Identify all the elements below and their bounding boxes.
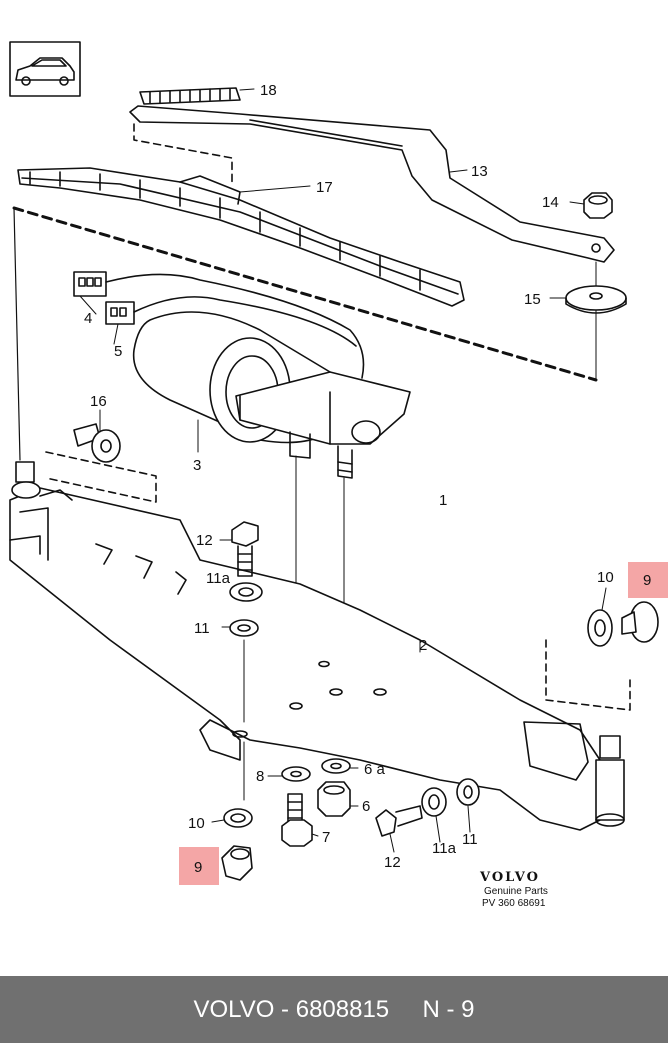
label-15: 15 xyxy=(524,291,541,308)
label-8: 8 xyxy=(256,768,264,785)
nut-part-14 xyxy=(583,192,613,219)
brand-subtitle: Genuine Parts xyxy=(484,886,548,897)
label-1: 1 xyxy=(439,492,447,509)
bushing-part-10-right xyxy=(587,609,613,647)
label-3: 3 xyxy=(193,457,201,474)
footer-part-number: 6808815 xyxy=(295,995,390,1023)
label-10-left: 10 xyxy=(188,815,205,832)
bushing-part-11a-lower xyxy=(421,787,447,817)
bolt-part-12-upper xyxy=(231,521,259,577)
bushing-part-10-lower xyxy=(223,808,253,828)
label-9-bottom: 9 xyxy=(194,859,202,876)
label-6: 6 xyxy=(362,798,370,815)
label-14: 14 xyxy=(542,194,559,211)
footer-separator: - xyxy=(274,995,296,1023)
washer-part-11-upper xyxy=(229,619,259,637)
brand-name: VOLVO xyxy=(479,870,540,885)
label-11-lower: 11 xyxy=(462,831,478,848)
grommet-part-16 xyxy=(73,423,121,463)
wiper-parts-diagram: 18 13 17 14 15 4 5 16 3 1 12 11a 10 9 11… xyxy=(9,41,668,909)
label-5: 5 xyxy=(114,343,122,360)
bolt-part-12-lower xyxy=(375,805,423,837)
label-12-lower: 12 xyxy=(384,854,401,871)
highlight-part-9-bottom xyxy=(179,847,219,885)
pivot-shaft-right xyxy=(595,735,625,827)
label-17: 17 xyxy=(316,179,333,196)
cap-part-9-right xyxy=(621,601,659,643)
wiper-blade-part-17 xyxy=(17,167,465,307)
wiper-motor-part-3 xyxy=(132,311,411,711)
washer-part-6a xyxy=(321,758,351,774)
label-2: 2 xyxy=(419,637,427,654)
brand-code: PV 360 68691 xyxy=(482,898,546,909)
label-11-upper: 11 xyxy=(194,620,210,637)
label-10-right: 10 xyxy=(597,569,614,586)
label-11a-lower: 11a xyxy=(432,840,457,857)
label-7: 7 xyxy=(322,829,330,846)
connector-part-5 xyxy=(105,301,135,325)
washer-part-11-lower xyxy=(456,778,480,806)
label-11a-upper: 11a xyxy=(206,570,231,587)
footer-bar: VOLVO - 6808815 N - 9 xyxy=(0,976,668,1043)
label-4: 4 xyxy=(84,310,92,327)
label-12-upper: 12 xyxy=(196,532,213,549)
label-13: 13 xyxy=(471,163,488,180)
label-6a: 6 a xyxy=(364,761,386,778)
washer-part-8 xyxy=(281,766,311,782)
washer-part-15 xyxy=(565,285,627,314)
bolt-part-7 xyxy=(281,793,313,847)
nut-part-6 xyxy=(317,781,351,817)
label-9-top: 9 xyxy=(643,572,651,589)
label-16: 16 xyxy=(90,393,107,410)
linkage-frame-part-2 xyxy=(9,487,611,831)
bushing-part-11a-upper xyxy=(229,582,263,602)
wiper-arm-part-13 xyxy=(129,105,615,263)
footer-brand: VOLVO xyxy=(193,995,275,1023)
pivot-shaft-left xyxy=(11,461,73,501)
label-18: 18 xyxy=(260,82,277,99)
wiper-rubber-part-18 xyxy=(139,87,241,105)
car-thumbnail-icon xyxy=(9,41,81,97)
cap-part-9-lower xyxy=(221,845,253,881)
footer-gap xyxy=(389,996,422,1024)
highlight-part-9-top xyxy=(628,562,668,598)
footer-position: N - 9 xyxy=(422,995,475,1023)
connector-part-4 xyxy=(73,271,107,297)
